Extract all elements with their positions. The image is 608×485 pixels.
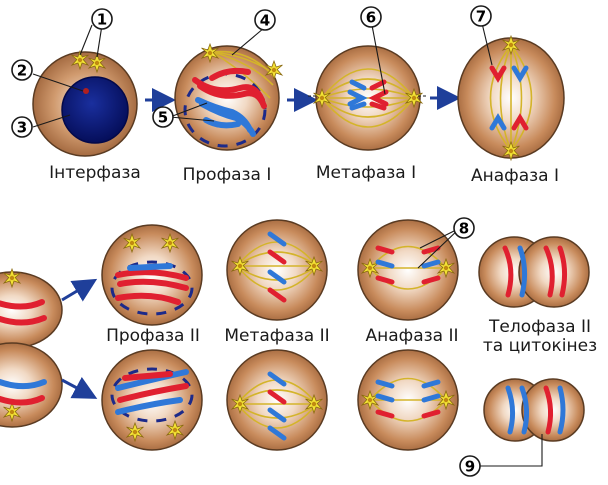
arrow-icon	[62, 282, 92, 300]
label-interphase: Інтерфаза	[49, 163, 141, 183]
label-prophase-2: Профаза II	[106, 326, 200, 346]
cell-prophase-2-upper	[102, 225, 202, 325]
label-telophase-2-line2: та цитокінез	[483, 337, 597, 356]
svg-text:8: 8	[459, 220, 469, 238]
svg-text:6: 6	[366, 9, 376, 27]
callout-7: 7	[471, 6, 491, 26]
callout-8: 8	[454, 218, 474, 238]
callout-3: 3	[12, 117, 32, 137]
cell-prophase-2-lower	[102, 350, 202, 450]
callout-6: 6	[361, 7, 381, 27]
label-telophase-2-line1: Телофаза II	[483, 318, 597, 337]
svg-text:2: 2	[17, 62, 27, 80]
label-metaphase-2: Метафаза II	[224, 326, 329, 346]
cell-metaphase-2-upper	[227, 220, 327, 320]
cell-prophase-1	[175, 44, 283, 150]
cell-anaphase-2-upper	[358, 220, 458, 320]
label-metaphase-1: Метафаза I	[316, 163, 416, 183]
cell-metaphase-2-lower	[227, 350, 327, 450]
cell-telophase-2-upper	[479, 237, 589, 307]
svg-text:1: 1	[97, 11, 107, 29]
cell-telophase-1	[0, 269, 62, 427]
callout-4: 4	[255, 10, 275, 30]
cell-telophase-2-lower	[484, 379, 584, 441]
svg-text:5: 5	[158, 109, 168, 127]
cell-interphase	[33, 51, 137, 156]
svg-text:4: 4	[260, 12, 270, 30]
callout-2: 2	[12, 60, 32, 80]
label-anaphase-1: Анафаза I	[471, 166, 559, 186]
callout-5: 5	[153, 107, 173, 127]
label-prophase-1: Профаза I	[183, 165, 272, 185]
label-anaphase-2: Анафаза II	[365, 326, 458, 346]
arrow-icon	[62, 380, 92, 396]
svg-text:9: 9	[465, 458, 475, 476]
svg-text:3: 3	[17, 119, 27, 137]
nucleolus	[83, 88, 89, 94]
cell-anaphase-2-lower	[358, 350, 458, 450]
callout-9: 9	[460, 456, 480, 476]
label-telophase-2: Телофаза II та цитокінез	[483, 318, 597, 356]
cell-metaphase-1	[308, 46, 428, 150]
svg-text:7: 7	[476, 8, 486, 26]
callout-1: 1	[92, 9, 112, 29]
cell-anaphase-1	[458, 36, 564, 160]
